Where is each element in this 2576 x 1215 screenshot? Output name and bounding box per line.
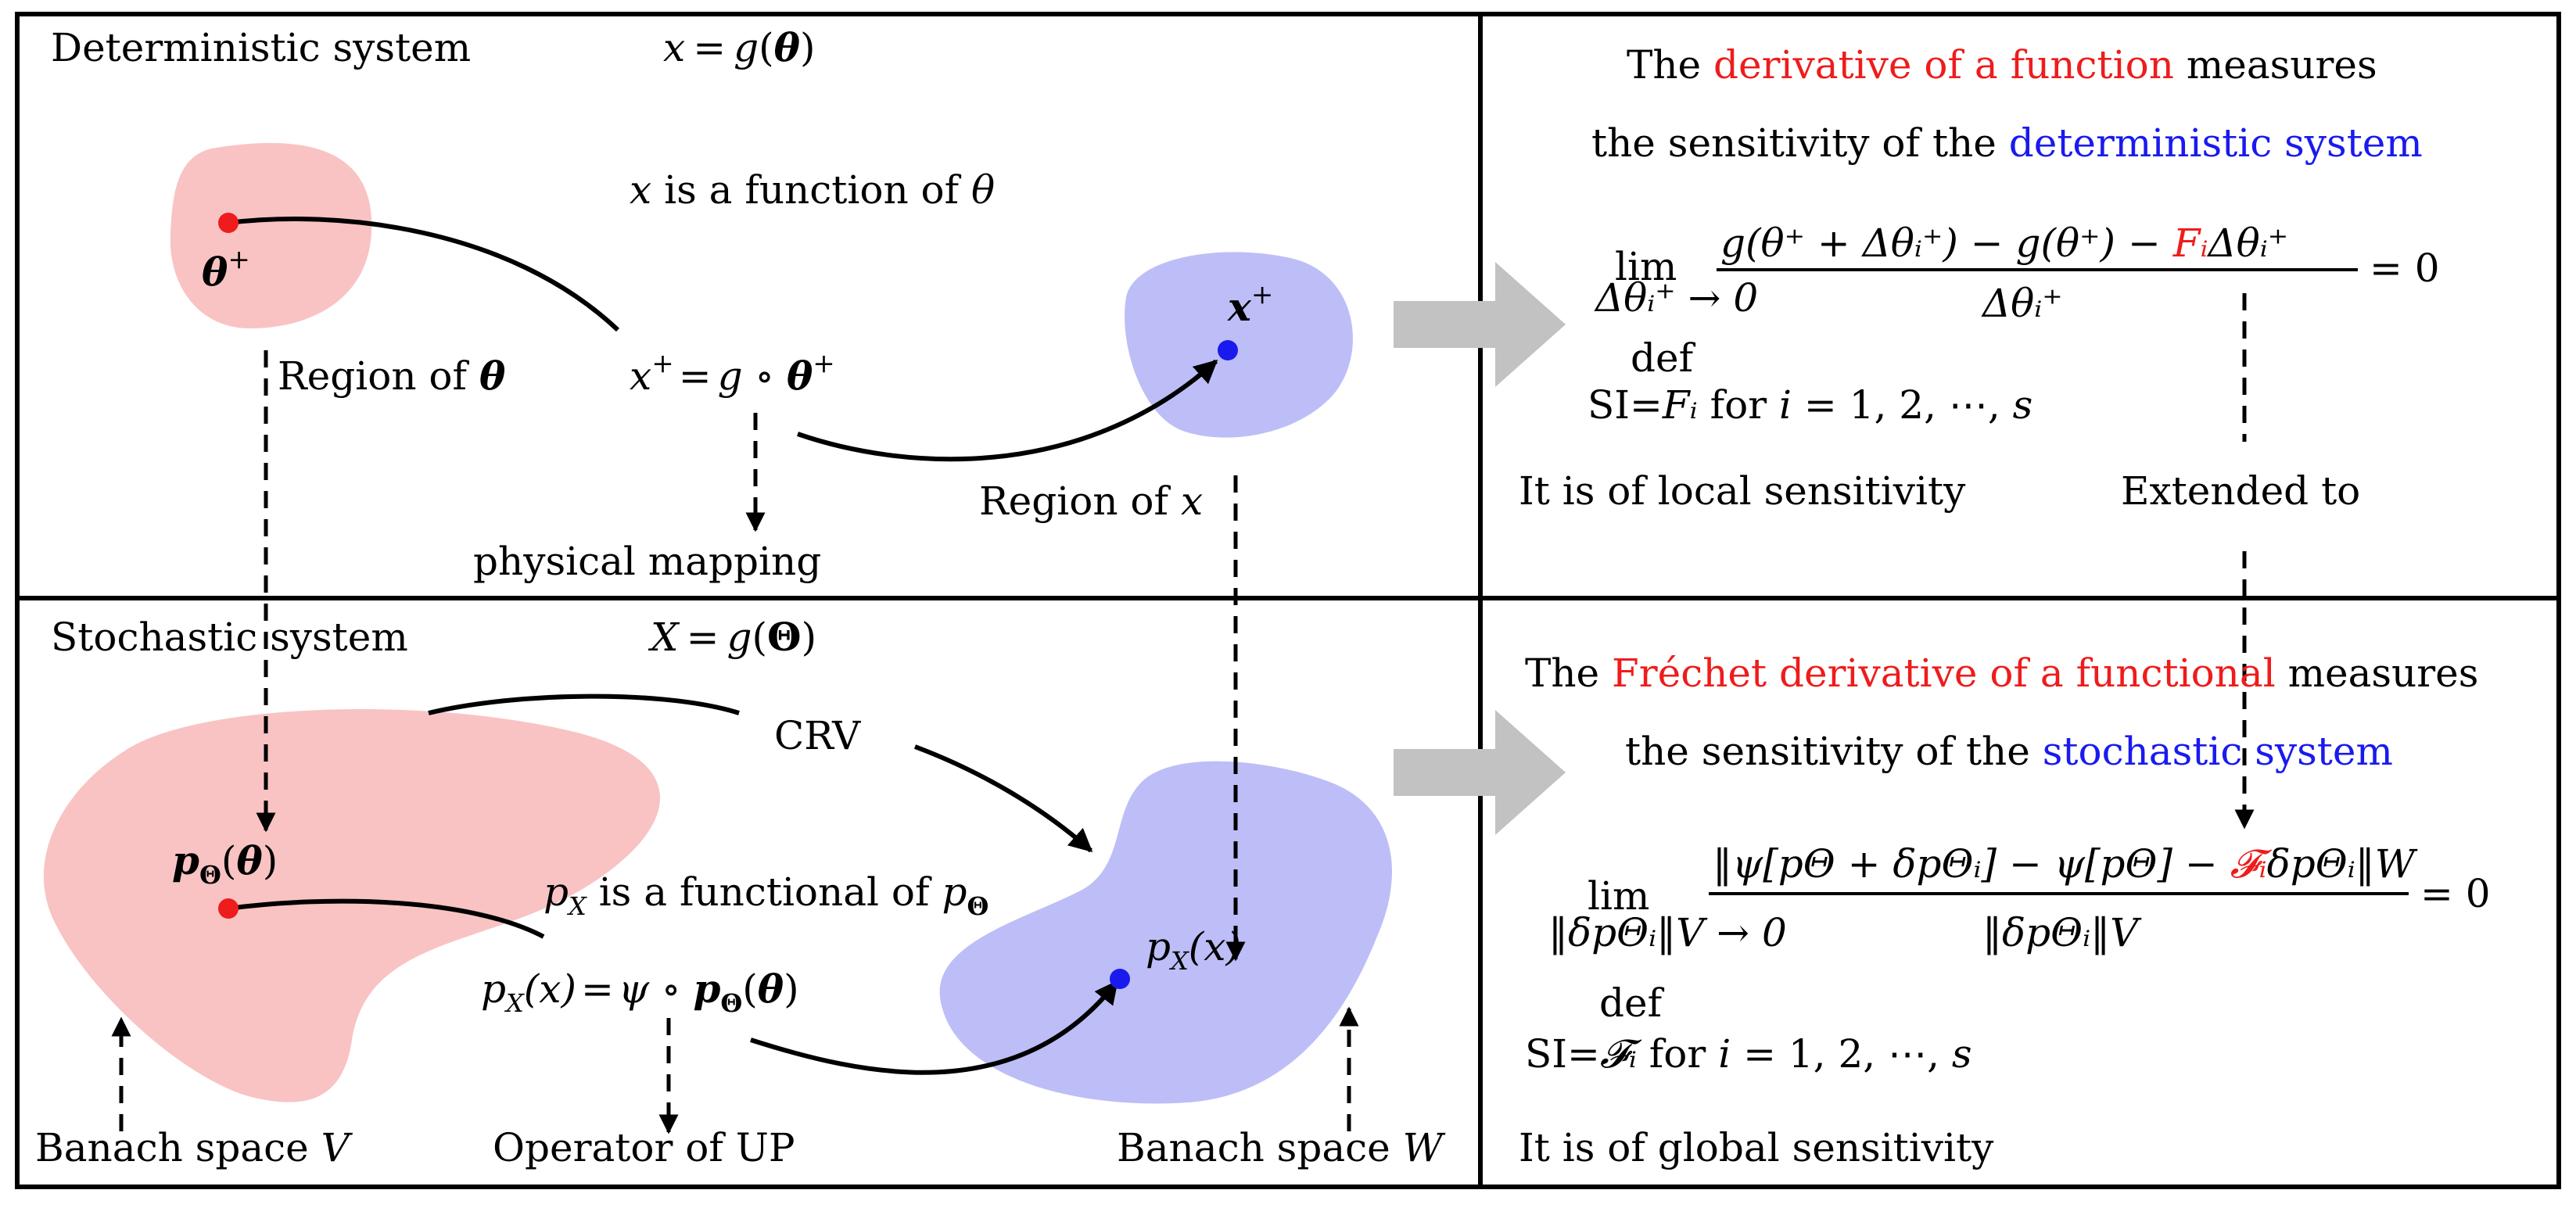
- region-theta-blob: [170, 142, 372, 328]
- stochastic-title: Stochastic system: [51, 615, 408, 660]
- local-lim-under: Δθᵢ⁺ → 0: [1594, 275, 1758, 321]
- extended-to-label: Extended to: [2121, 468, 2360, 514]
- local-numerator: g(θ⁺ + Δθᵢ⁺) − g(θ⁺) − FᵢΔθᵢ⁺: [1720, 220, 2288, 266]
- banach-v-blob: [43, 709, 661, 1102]
- p-theta-point: [218, 898, 239, 919]
- region-x-blob: [1125, 252, 1353, 438]
- local-line1: The derivative of a function measures: [1627, 42, 2377, 88]
- curve-density-to-mapping: [228, 898, 545, 939]
- global-lim: lim: [1588, 873, 1649, 919]
- banach-w-blob: [939, 761, 1392, 1104]
- up-mapping-equation: pX(x)=ψ ∘ pΘ(θ): [481, 966, 799, 1018]
- deterministic-title: Deterministic system: [51, 25, 471, 70]
- p-x-label: pX(x): [1146, 924, 1241, 976]
- global-line2: the sensitivity of the stochastic system: [1625, 729, 2393, 774]
- local-denominator: Δθᵢ⁺: [1981, 281, 2063, 326]
- curve-crv-out: [913, 744, 1093, 853]
- x-plus-label: x+: [1227, 279, 1273, 330]
- local-rhs: = 0: [2370, 246, 2440, 291]
- local-line2: the sensitivity of the deterministic sys…: [1591, 120, 2423, 166]
- global-def-label: def: [1599, 980, 1665, 1026]
- curve-mapping-to-x: [797, 359, 1218, 462]
- region-x-label: Region of x: [979, 478, 1203, 524]
- global-numerator: ‖ψ[pΘ + δpΘᵢ] − ψ[pΘ] − 𝓕ᵢδpΘᵢ‖W: [1713, 841, 2418, 887]
- banach-space-v-label: Banach space V: [35, 1125, 353, 1170]
- global-rhs: = 0: [2420, 871, 2491, 916]
- local-lim: lim: [1615, 244, 1677, 289]
- x-plus-point: [1218, 340, 1238, 360]
- p-x-point: [1110, 969, 1130, 989]
- x-function-of-theta: x is a function of θ: [630, 167, 995, 213]
- banach-space-w-label: Banach space W: [1117, 1125, 1446, 1170]
- curve-mapping-to-density-x: [750, 980, 1119, 1075]
- physical-mapping-label: physical mapping: [473, 539, 821, 584]
- big-arrow-bottom: [1394, 710, 1566, 835]
- theta-plus-label: θ+: [202, 244, 250, 295]
- deterministic-equation: x=g(θ): [663, 24, 816, 70]
- big-arrow-top: [1394, 262, 1566, 387]
- global-line1: The Fréchet derivative of a functional m…: [1525, 651, 2478, 696]
- global-denominator: ‖δpΘᵢ‖V: [1982, 910, 2142, 955]
- p-theta-label: pΘ(θ): [172, 837, 278, 890]
- operator-of-up-label: Operator of UP: [493, 1125, 795, 1170]
- crv-label: CRV: [774, 713, 861, 758]
- px-functional-relation: pX is a functional of pΘ: [544, 869, 988, 921]
- mapping-equation: x+=g ∘ θ+: [630, 348, 835, 399]
- global-sensitivity-note: It is of global sensitivity: [1519, 1125, 1994, 1170]
- curve-theta-to-mapping: [228, 217, 620, 332]
- curve-crv-in: [428, 694, 740, 715]
- local-si-definition: SI=Fᵢ for i = 1, 2, ⋯, s: [1588, 382, 2032, 428]
- region-theta-label: Region of θ: [278, 353, 506, 399]
- stochastic-equation: X=g(Θ): [648, 614, 816, 660]
- global-si-definition: SI=𝓕ᵢ for i = 1, 2, ⋯, s: [1525, 1031, 1972, 1077]
- theta-plus-point: [218, 213, 239, 233]
- global-lim-under: ‖δpΘᵢ‖V → 0: [1548, 910, 1787, 955]
- local-def-label: def: [1631, 335, 1696, 381]
- local-sensitivity-note: It is of local sensitivity: [1519, 468, 1966, 514]
